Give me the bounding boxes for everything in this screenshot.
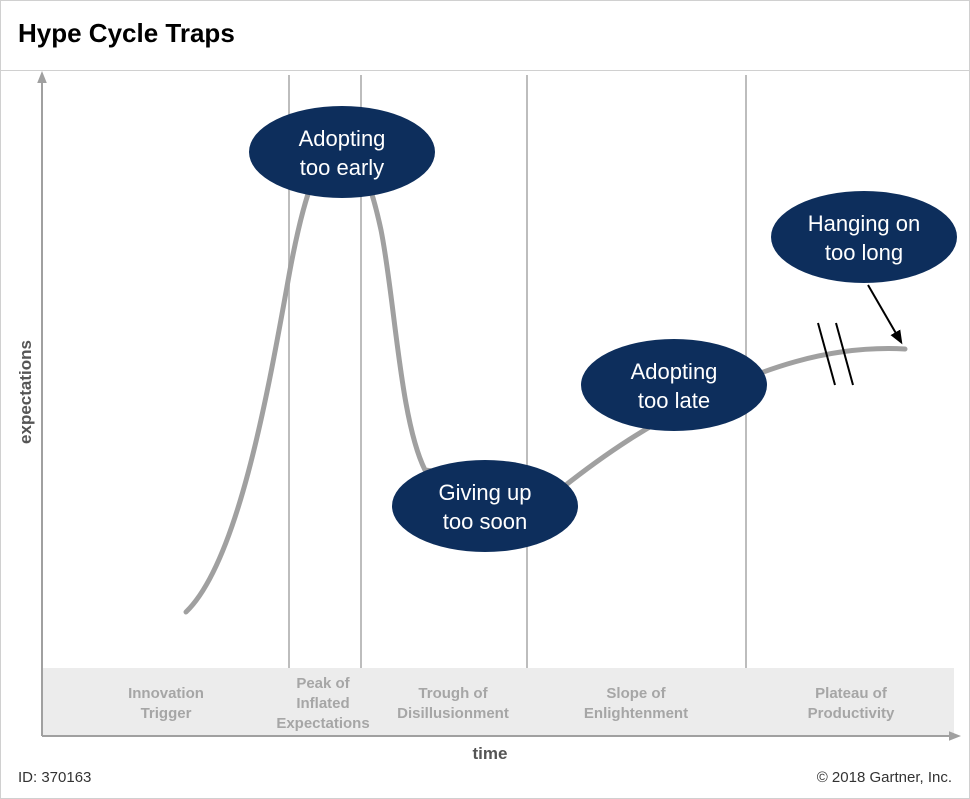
trap-bubble-adopting-too-early: Adopting too early bbox=[249, 106, 435, 198]
phase-label-line1: Trough of bbox=[418, 685, 488, 702]
phase-slope-of-enlightenment: Slope of Enlightenment bbox=[584, 685, 688, 722]
trap-label-line1: Giving up bbox=[439, 480, 532, 505]
phase-label-line2: Productivity bbox=[808, 705, 895, 722]
phase-plateau-of-productivity: Plateau of Productivity bbox=[808, 685, 895, 722]
trap-label-line2: too long bbox=[825, 240, 903, 265]
pointer-arrow bbox=[867, 284, 903, 345]
y-axis-label: expectations bbox=[16, 340, 35, 444]
x-axis-label: time bbox=[472, 744, 508, 763]
phase-trough-of-disillusionment: Trough of Disillusionment bbox=[397, 685, 509, 722]
phase-label-line1: Slope of bbox=[606, 685, 666, 702]
trap-label-line1: Adopting bbox=[299, 126, 386, 151]
phase-label-line3: Expectations bbox=[276, 715, 369, 732]
phase-label-line1: Innovation bbox=[128, 685, 204, 702]
copyright-notice: © 2018 Gartner, Inc. bbox=[816, 769, 952, 786]
phase-label-line1: Peak of bbox=[296, 675, 350, 692]
phase-innovation-trigger: Innovation Trigger bbox=[128, 685, 204, 722]
phase-peak-of-inflated-expectations: Peak of Inflated Expectations bbox=[276, 675, 369, 732]
phase-label-line2: Trigger bbox=[141, 705, 192, 722]
trap-bubble-giving-up-too-soon: Giving up too soon bbox=[392, 460, 578, 552]
title-divider bbox=[0, 70, 970, 71]
phase-label-line2: Disillusionment bbox=[397, 705, 509, 722]
curve-break-mark bbox=[835, 322, 854, 386]
phase-band bbox=[42, 668, 954, 736]
phase-label-line1: Plateau of bbox=[815, 685, 888, 702]
diagram-title: Hype Cycle Traps bbox=[18, 18, 235, 48]
trap-label-line1: Hanging on bbox=[808, 211, 921, 236]
phase-label-line2: Inflated bbox=[296, 695, 349, 712]
trap-label-line2: too early bbox=[300, 155, 384, 180]
trap-bubble-adopting-too-late: Adopting too late bbox=[581, 339, 767, 431]
document-id: ID: 370163 bbox=[18, 769, 92, 786]
curve-break-mark bbox=[817, 322, 836, 386]
trap-bubble-hanging-on-too-long: Hanging on too long bbox=[771, 191, 957, 283]
trap-label-line2: too soon bbox=[443, 509, 527, 534]
phase-label-line2: Enlightenment bbox=[584, 705, 688, 722]
trap-label-line2: too late bbox=[638, 388, 710, 413]
trap-label-line1: Adopting bbox=[631, 359, 718, 384]
